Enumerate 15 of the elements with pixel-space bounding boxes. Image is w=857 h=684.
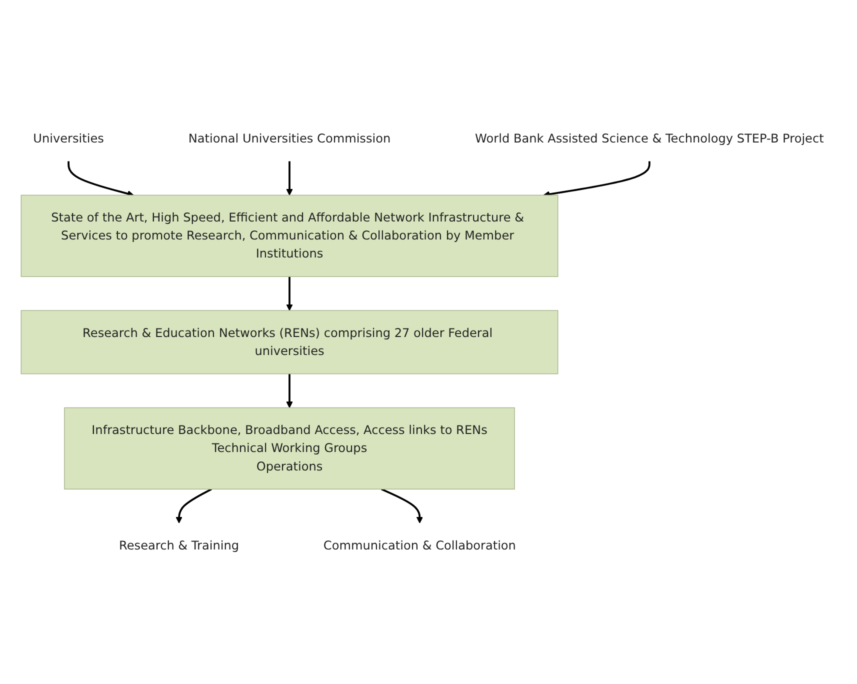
arrow <box>543 161 650 198</box>
arrow <box>176 488 212 524</box>
arrow <box>381 488 423 524</box>
node-text: Research & Training <box>119 538 240 552</box>
arrow <box>286 161 293 196</box>
node-box: Infrastructure Backbone, Broadband Access, Access links to RENs Technical Working Groups Operations <box>64 407 515 490</box>
node-text: Universities <box>33 130 104 146</box>
node-text: Communication & Collaboration <box>323 538 516 552</box>
arrow <box>286 276 293 311</box>
node-box: State of the Art, High Speed, Efficient and Affordable Network Infrastructure & Services to promote Research, Communication & Collaboration by Member Institutions <box>20 194 558 277</box>
node-box: Research & Education Networks (RENs) comprising 27 older Federal universities <box>20 310 558 374</box>
node-text: World Bank Assisted Science & Technology STEP-B Project <box>475 130 824 146</box>
arrow <box>68 161 134 197</box>
node-text: National Universities Commission <box>188 130 391 146</box>
arrow <box>286 374 293 408</box>
